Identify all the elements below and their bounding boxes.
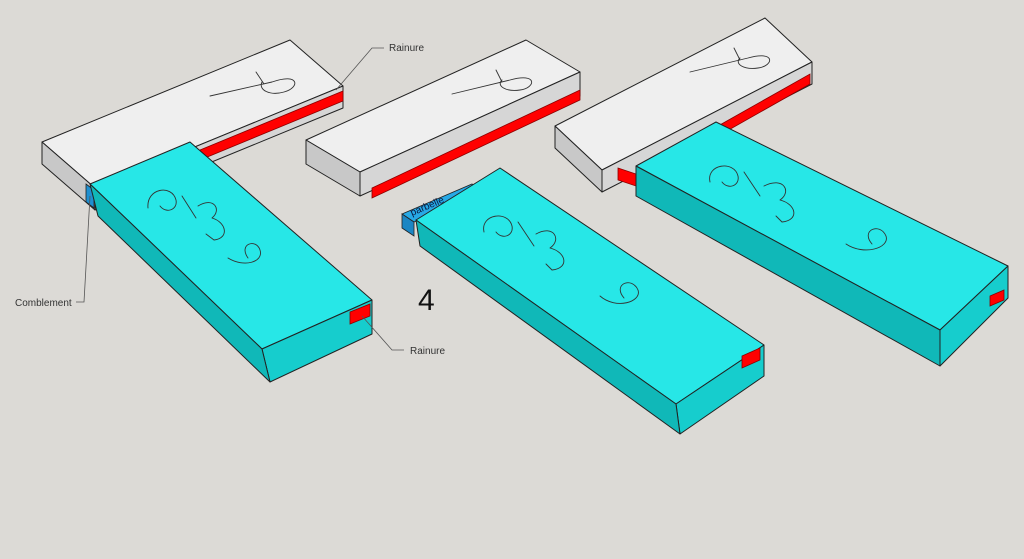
white-rail-end — [305, 139, 361, 197]
white-rail-left — [41, 39, 344, 211]
leader-line — [335, 47, 384, 91]
groove-red-stile-center — [741, 347, 761, 369]
comblement-label: Comblement — [15, 298, 72, 309]
callout-comblement: Comblement — [15, 195, 91, 309]
callout-rainure-bottom: Rainure — [361, 315, 445, 357]
groove-red-stile-right — [989, 289, 1005, 307]
assembly-left — [41, 39, 373, 383]
scribble-cyan-left — [147, 189, 261, 264]
white-rail-center — [305, 39, 581, 199]
cyan-stile-center — [415, 167, 765, 435]
cyan-stile-left — [89, 141, 373, 383]
leader-line — [361, 315, 404, 351]
assembly-right — [554, 17, 1009, 367]
groove-red-stile-left — [349, 303, 371, 325]
assembly-center: parbelle 4 — [305, 39, 765, 435]
tenon-side — [401, 213, 415, 237]
scribble-white-left — [209, 71, 296, 97]
callout-rainure-top: Rainure — [335, 43, 424, 91]
scribble-cyan-center — [483, 215, 639, 304]
cyan-stile-end — [415, 219, 681, 435]
cyan-stile-end — [89, 183, 271, 383]
cyan-stile-end — [635, 165, 941, 367]
rainure-label-bottom: Rainure — [410, 346, 445, 357]
leader-line — [76, 195, 91, 303]
scribble-white-right — [689, 47, 770, 73]
groove-red-center — [371, 89, 581, 199]
cyan-stile-right — [635, 121, 1009, 367]
scribble-white-center — [451, 69, 532, 95]
white-rail-end — [41, 141, 96, 211]
step-number: 4 — [418, 284, 435, 317]
white-rail-end — [554, 125, 603, 193]
rainure-label-top: Rainure — [389, 43, 424, 54]
scribble-cyan-right — [709, 165, 887, 251]
